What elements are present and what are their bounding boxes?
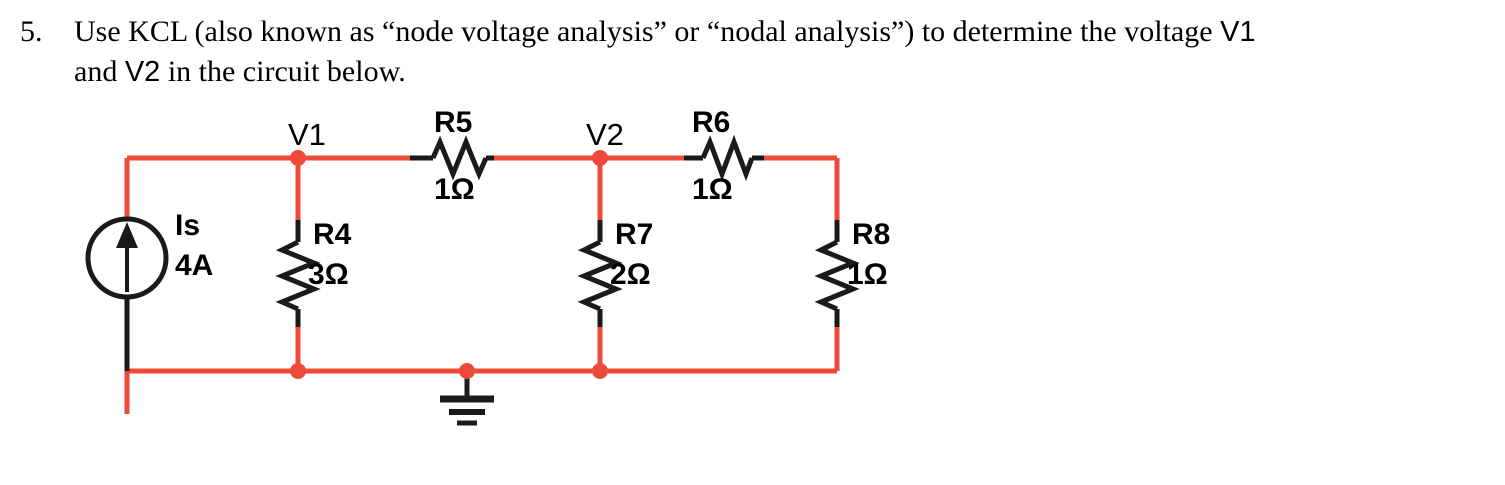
r4-zigzag [275,239,321,312]
resistor-r5-symbol [410,135,494,181]
inline-variable-v1: V1 [1220,16,1256,48]
resistor-label-r7-name: R7 [615,218,654,251]
resistor-label-r6-name: R6 [692,106,731,139]
resistor-r8-symbol [814,220,860,327]
question-number: 5. [20,15,43,48]
node-label-v2: V2 [586,117,624,152]
current-source-arrow-head [116,222,138,248]
resistor-r7-symbol [577,220,623,327]
resistor-label-r5-name: R5 [434,106,473,139]
node-dot-bottom-left [290,363,306,379]
question-text-line-1: Use KCL (also known as “node voltage ana… [74,12,1256,52]
resistor-label-r8-name: R8 [852,218,891,251]
question-block: 5. Use KCL (also known as “node voltage … [0,0,1505,100]
r5-zigzag [430,135,489,181]
question-text-part-3: in the circuit below. [160,55,406,88]
r6-zigzag [700,134,755,182]
resistor-label-r6-value: 1Ω [692,173,733,206]
node-dot-bottom-right [592,363,608,379]
resistor-label-r5-value: 1Ω [434,173,475,206]
resistor-label-r8-value: 1Ω [847,258,888,291]
question-text-line-2: and V2 in the circuit below. [74,52,406,92]
resistor-label-r4-value: 3Ω [308,258,349,291]
resistor-label-r4-name: R4 [313,218,352,251]
current-source-symbol [85,216,169,371]
question-text-part-1: Use KCL (also known as “node voltage ana… [74,15,1221,48]
source-label-name: Is [175,209,201,242]
question-text-part-2: and [74,55,125,88]
resistor-label-r7-value: 2Ω [610,258,651,291]
source-label-value: 4A [175,249,214,282]
inline-variable-v2: V2 [124,56,161,88]
r8-zigzag [814,239,860,312]
r7-zigzag [577,239,623,312]
node-dot-v2 [592,150,608,166]
node-label-v1: V1 [288,117,326,152]
circuit-diagram: V1 V2 R5 1Ω R6 1Ω R4 3Ω R7 2Ω R8 1Ω Is 4… [0,96,1000,436]
node-dots [290,150,608,379]
resistor-r4-symbol [275,220,321,327]
circuit-schematic-svg [85,134,860,426]
node-dot-v1 [290,150,306,166]
resistor-r6-symbol [684,134,764,182]
node-dot-ground [459,363,475,379]
